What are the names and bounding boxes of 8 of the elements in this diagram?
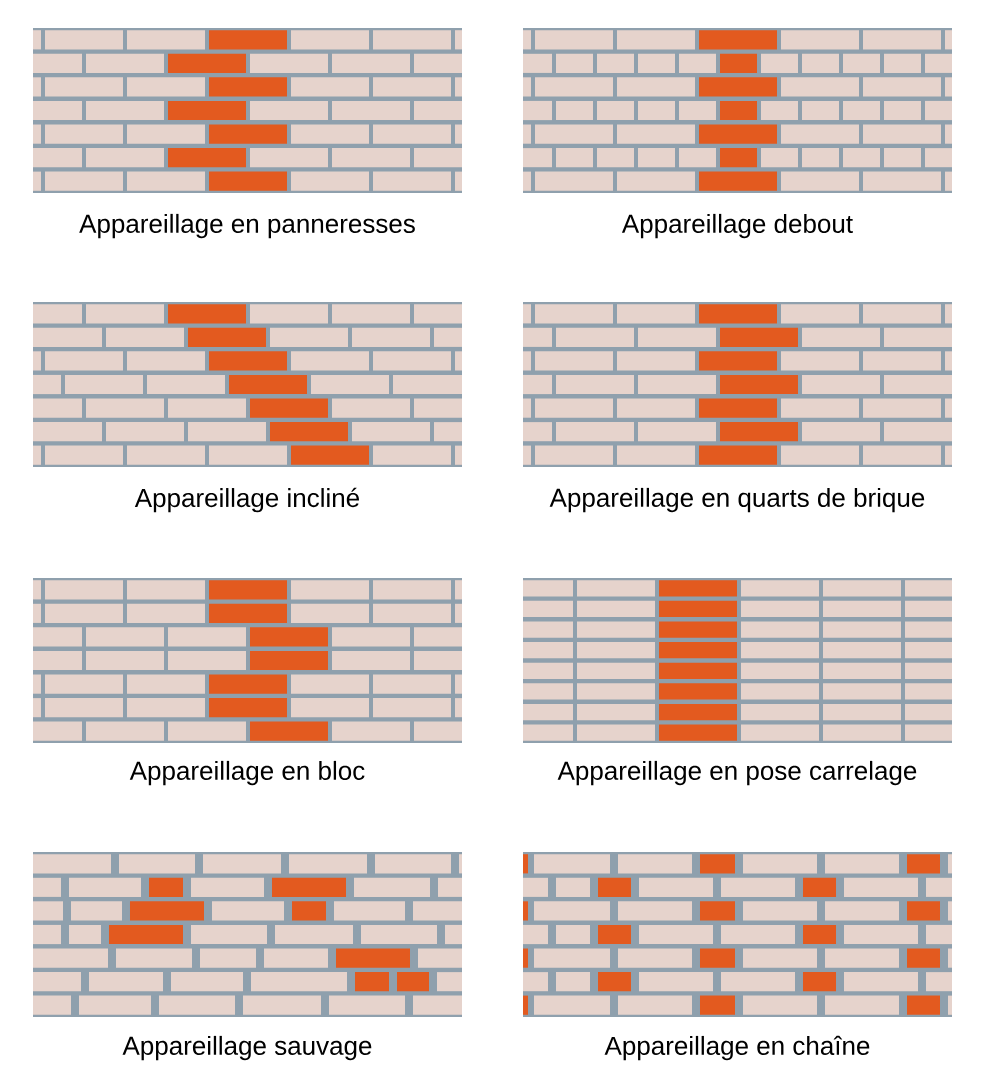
caption: Appareillage en panneresses — [79, 213, 415, 239]
caption: Appareillage en quarts de brique — [549, 487, 925, 513]
caption: Appareillage debout — [621, 213, 853, 239]
caption: Appareillage en pose carrelage — [557, 760, 917, 786]
caption: Appareillage en bloc — [129, 760, 365, 786]
caption: Appareillage incliné — [134, 487, 359, 513]
caption: Appareillage en chaîne — [604, 1035, 870, 1061]
caption: Appareillage sauvage — [122, 1035, 372, 1061]
